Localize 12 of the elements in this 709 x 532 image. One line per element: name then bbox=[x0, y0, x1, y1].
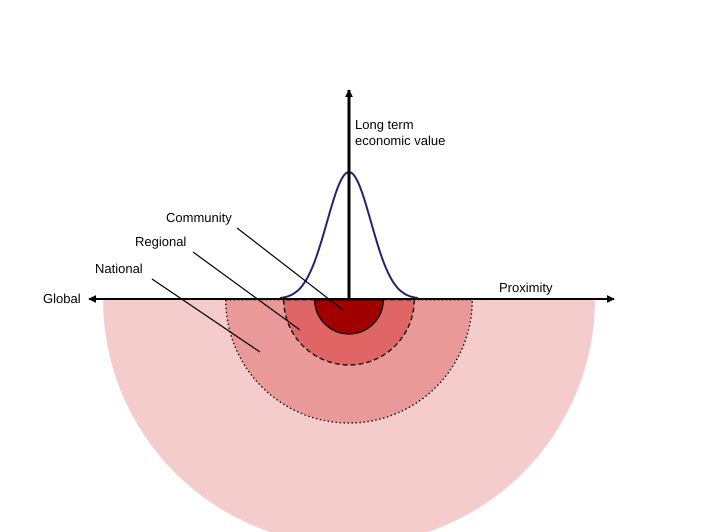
axis-label: Global bbox=[43, 291, 82, 307]
semicircle-area bbox=[314, 299, 384, 334]
leader-line bbox=[192, 252, 300, 330]
leader-line bbox=[152, 278, 260, 352]
axis-label: Long term economic value bbox=[355, 117, 446, 149]
area-label: National bbox=[95, 261, 143, 277]
semicircle-area bbox=[283, 299, 415, 365]
area-label: Community bbox=[166, 210, 232, 226]
area-label: Regional bbox=[135, 234, 186, 250]
leader-line bbox=[236, 228, 344, 310]
axis-label: Proximity bbox=[499, 280, 554, 296]
semicircle-area bbox=[225, 299, 473, 423]
